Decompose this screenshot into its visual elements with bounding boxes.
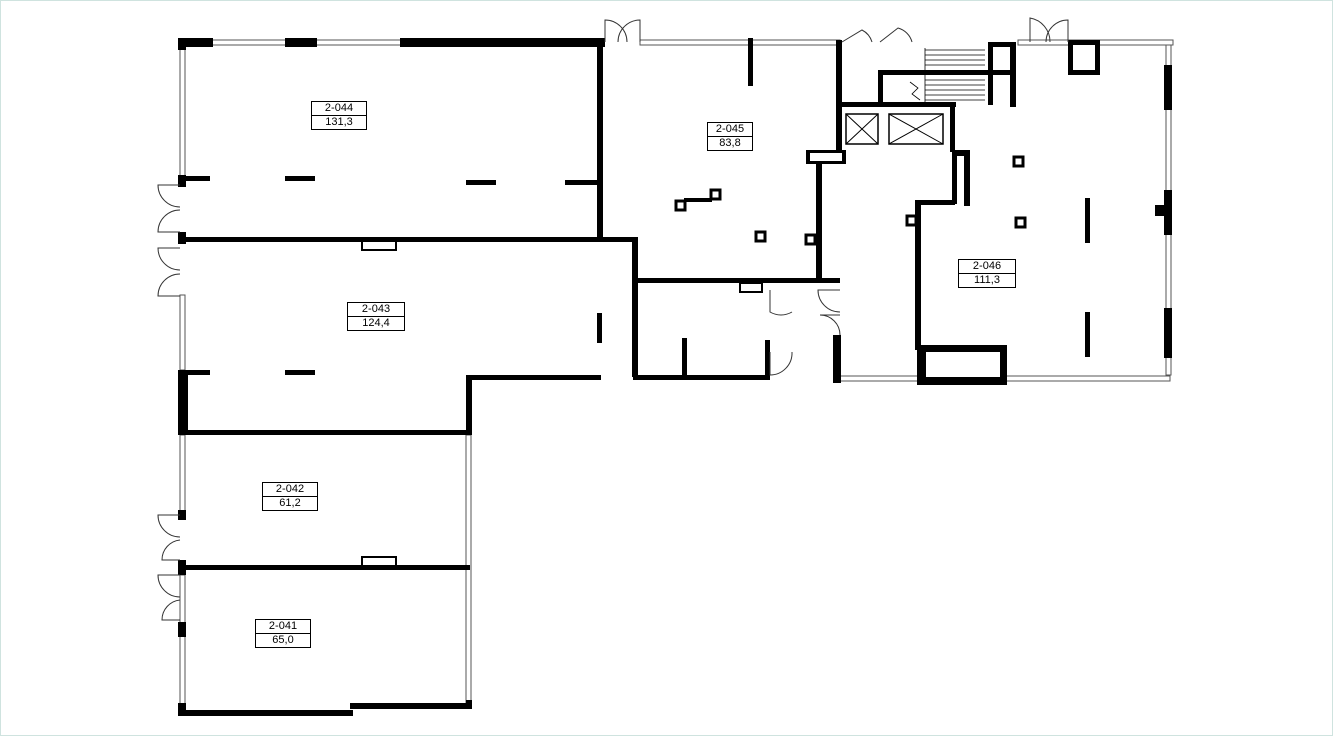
- outer-walls: [178, 38, 1172, 716]
- unit-area: 65,0: [272, 634, 294, 646]
- columns: [674, 155, 1027, 246]
- unit-number: 2-046: [959, 260, 1015, 274]
- interior-walls: [180, 40, 1016, 570]
- unit-area: 61,2: [279, 497, 301, 509]
- unit-number: 2-043: [348, 303, 404, 317]
- unit-number: 2-042: [263, 483, 317, 497]
- unit-number: 2-041: [256, 620, 310, 634]
- core-details: [806, 40, 1100, 164]
- unit-area: 131,3: [325, 116, 353, 128]
- unit-number: 2-044: [312, 102, 366, 116]
- staircase: [909, 48, 985, 102]
- unit-label-2-044[interactable]: 2-044 131,3: [311, 101, 367, 130]
- windows: [179, 39, 1174, 706]
- unit-label-2-041[interactable]: 2-041 65,0: [255, 619, 311, 648]
- doors: [157, 17, 1069, 621]
- unit-label-2-043[interactable]: 2-043 124,4: [347, 302, 405, 331]
- unit-label-2-045[interactable]: 2-045 83,8: [707, 122, 753, 151]
- unit-label-2-046[interactable]: 2-046 111,3: [958, 259, 1016, 288]
- partitions: [180, 38, 1090, 375]
- lift-shafts: [845, 113, 944, 145]
- unit-label-2-042[interactable]: 2-042 61,2: [262, 482, 318, 511]
- unit-area: 124,4: [362, 317, 390, 329]
- beam: [684, 198, 712, 202]
- shaft-opening: [926, 352, 1000, 377]
- unit-number: 2-045: [708, 123, 752, 137]
- wall-niches: [361, 240, 763, 567]
- unit-area: 83,8: [719, 137, 741, 149]
- unit-area: 111,3: [974, 274, 1000, 286]
